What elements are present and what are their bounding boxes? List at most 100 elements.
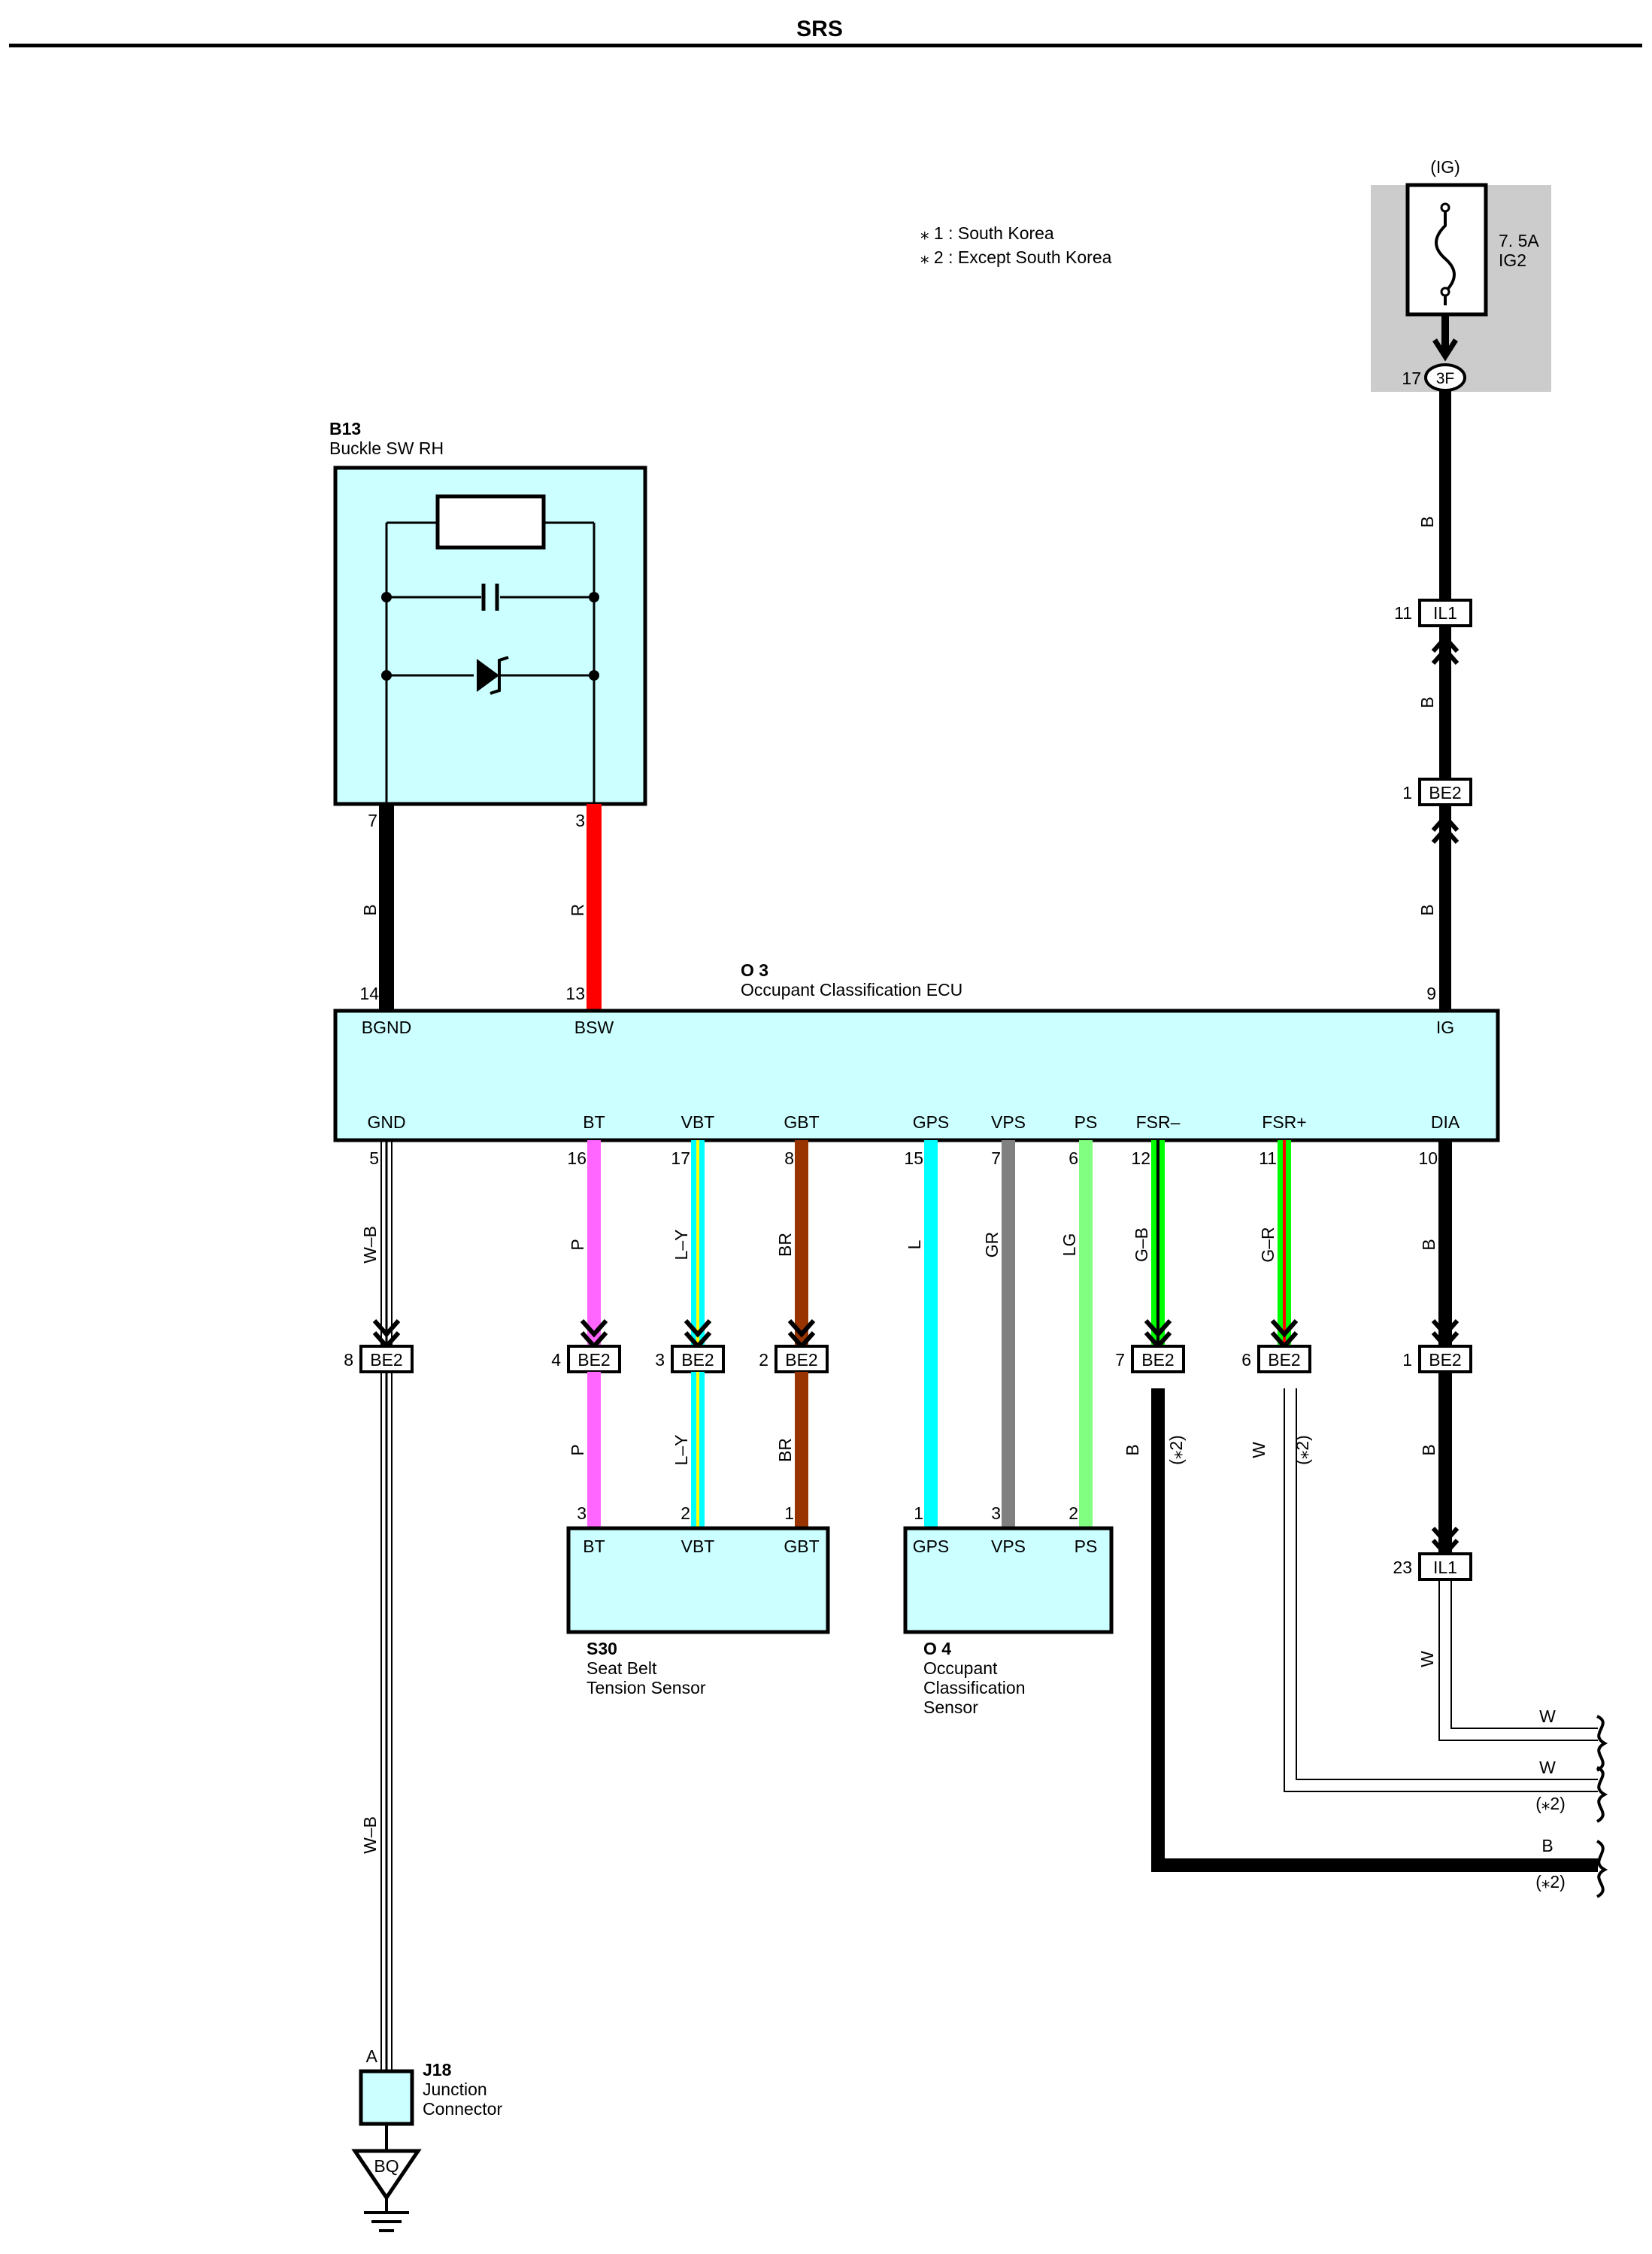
s30-name-1: Seat Belt xyxy=(587,1658,657,1678)
ig-wire-3-label: B xyxy=(1417,904,1437,915)
b13-code: B13 xyxy=(329,419,361,438)
ig-wire-1-label: B xyxy=(1417,516,1437,527)
fuse-icon xyxy=(1435,208,1456,305)
connector-il1-top-label: IL1 xyxy=(1433,603,1457,623)
connector-3f-label: 3F xyxy=(1436,370,1455,387)
wire-fsr-plus-lower-note: (⁎2) xyxy=(1293,1435,1312,1465)
capacitor-icon xyxy=(481,584,499,611)
ecu-terminal-bt: BT xyxy=(583,1112,605,1132)
o4-terminal-gps: GPS xyxy=(913,1537,950,1556)
connector-be2-fsr-minus-pin: 7 xyxy=(1115,1350,1125,1370)
ecu-terminal-fsr-plus: FSR+ xyxy=(1262,1112,1306,1132)
sensor-pin-vps: 3 xyxy=(991,1503,1001,1523)
connector-il1-bottom-label: IL1 xyxy=(1433,1558,1457,1577)
ecu-terminal-bgnd: BGND xyxy=(362,1018,411,1037)
b13-buckle-switch: B13 Buckle SW RH 7 3 xyxy=(329,419,647,830)
s30-terminal-bt: BT xyxy=(583,1537,605,1556)
connector-be2-vbt-label: BE2 xyxy=(681,1350,714,1370)
connector-be2-bt-pin: 4 xyxy=(551,1350,561,1370)
wire-gbt-label: BR xyxy=(775,1233,795,1257)
connector-be2-dia-label: BE2 xyxy=(1429,1350,1461,1370)
output-wires: W W (⁎2) B (⁎2) xyxy=(1151,1388,1608,1898)
ecu-terminal-vps: VPS xyxy=(991,1112,1026,1132)
ecu-terminal-fsr-minus: FSR– xyxy=(1136,1112,1181,1132)
output-wire-2-label: W xyxy=(1539,1758,1556,1777)
continuation-bracket-icon xyxy=(1596,1715,1608,1772)
connector-be2-vbt xyxy=(671,1345,725,1373)
ecu-terminal-ps: PS xyxy=(1075,1112,1098,1132)
ground-point-icon xyxy=(351,2149,422,2201)
ecu-pin-bgnd: 14 xyxy=(359,984,379,1003)
ecu-pin-vps: 7 xyxy=(991,1148,1001,1168)
wire-vbt-lower-label: L–Y xyxy=(671,1435,691,1466)
o3-name: Occupant Classification ECU xyxy=(741,980,962,1000)
ecu-pin-fsr-plus: 11 xyxy=(1259,1148,1277,1168)
ground-icon xyxy=(364,2198,409,2232)
ground-label: BQ xyxy=(374,2156,399,2176)
o4-terminal-vps: VPS xyxy=(991,1537,1026,1556)
connector-be2-bt-label: BE2 xyxy=(577,1350,610,1370)
s30-seat-belt-sensor: BT VBT GBT S30 Seat Belt Tension Sensor xyxy=(566,1526,830,1697)
wire-bgnd-label: B xyxy=(360,904,380,915)
connector-be2-gbt-label: BE2 xyxy=(785,1350,817,1370)
ecu-terminal-ig: IG xyxy=(1436,1018,1454,1037)
connector-be2-fsr-plus-pin: 6 xyxy=(1241,1350,1251,1370)
ecu-bottom-wires: 5W–BBE28W–B16PBE24P317L–YBE23L–Y28BRBE22… xyxy=(344,1140,1472,2071)
connector-be2-top xyxy=(1418,778,1472,806)
dia-out-wire-label: W xyxy=(1417,1651,1437,1667)
ecu-terminal-gnd: GND xyxy=(367,1112,405,1132)
ecu-terminal-gbt: GBT xyxy=(784,1112,819,1132)
fuse-rating: 7. 5A xyxy=(1499,231,1539,250)
output-wire-1-label: W xyxy=(1539,1706,1556,1726)
connector-be2-top-pin: 1 xyxy=(1402,783,1412,802)
o3-ecu: O 3 Occupant Classification ECU 14 13 9 … xyxy=(333,960,1500,1142)
connector-be2-gnd-pin: 8 xyxy=(344,1350,353,1370)
s30-name-2: Tension Sensor xyxy=(587,1678,706,1697)
fuse-box: (IG) 7. 5A IG2 3F 17 xyxy=(1371,157,1551,392)
ig-wire-2-label: B xyxy=(1417,696,1437,708)
ecu-pin-gbt: 8 xyxy=(784,1148,794,1168)
continuation-bracket-icon xyxy=(1596,1840,1608,1898)
j18-pin: A xyxy=(366,2046,378,2066)
b13-name: Buckle SW RH xyxy=(329,438,444,458)
connector-be2-dia-pin: 1 xyxy=(1402,1350,1412,1370)
ecu-pin-ig: 9 xyxy=(1426,984,1436,1003)
ecu-terminal-dia: DIA xyxy=(1431,1112,1460,1132)
sensor-pin-ps: 2 xyxy=(1068,1503,1078,1523)
o4-box xyxy=(903,1526,1114,1634)
wire-gnd-lower-label: W–B xyxy=(360,1816,380,1854)
connector-be2-fsr-minus xyxy=(1131,1345,1185,1373)
connector-be2-gnd-label: BE2 xyxy=(370,1350,402,1370)
ig-chain: B IL1 11 B BE2 1 B xyxy=(1394,391,1472,1011)
sensor-pin-vbt: 2 xyxy=(681,1503,690,1523)
connector-be2-dia xyxy=(1418,1345,1472,1373)
o4-name-2: Classification xyxy=(923,1678,1026,1697)
ecu-terminal-vbt: VBT xyxy=(681,1112,715,1132)
header-rule xyxy=(9,44,1642,47)
fuse-name: IG2 xyxy=(1499,250,1526,270)
connector-il1-bottom xyxy=(1418,1552,1472,1581)
connector-be2-bt xyxy=(567,1345,621,1373)
fuse-terminal-bottom xyxy=(1440,287,1450,297)
wire-dia-lower-label: B xyxy=(1419,1444,1438,1455)
wire-vps-label: GR xyxy=(982,1232,1002,1258)
wire-gbt-lower-label: BR xyxy=(775,1438,795,1462)
o4-terminal-ps: PS xyxy=(1075,1537,1098,1556)
up-arrow-icon xyxy=(1431,813,1460,844)
wire-bsw-label: R xyxy=(568,904,587,917)
ecu-pin-fsr-minus: 12 xyxy=(1131,1148,1150,1168)
connector-3f xyxy=(1424,363,1466,392)
connector-be2-vbt-pin: 3 xyxy=(655,1350,665,1370)
wire-fsr-plus-lower-label: W xyxy=(1249,1442,1269,1458)
wire-fsr-plus-label: G–R xyxy=(1258,1227,1278,1262)
connector-be2-fsr-plus xyxy=(1257,1345,1311,1373)
wire-gnd-label: W–B xyxy=(360,1226,380,1264)
s30-code: S30 xyxy=(587,1639,617,1658)
connector-il1-bottom-pin: 23 xyxy=(1393,1558,1412,1577)
j18-name-2: Connector xyxy=(423,2099,502,2119)
connector-be2-gbt xyxy=(774,1345,829,1373)
sensor-pin-gps: 1 xyxy=(914,1503,923,1523)
page-title: SRS xyxy=(796,17,843,41)
b13-pin-7: 7 xyxy=(368,811,377,830)
j18-junction: A J18 Junction Connector BQ xyxy=(351,2046,502,2232)
